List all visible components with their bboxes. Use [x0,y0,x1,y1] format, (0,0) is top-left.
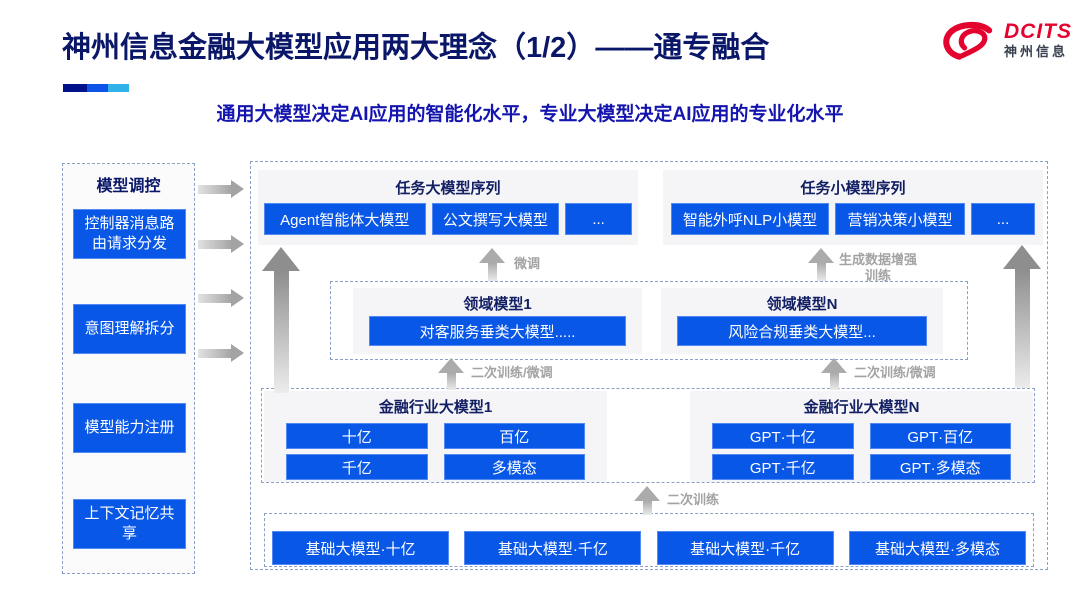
title-accent-bar [63,84,129,92]
finetune-arrow-icon [479,248,505,281]
domain-left-title: 领域模型1 [463,296,532,313]
model-chip: Agent智能体大模型 [264,203,426,235]
retrain-arrow-icon [634,486,660,515]
accent-segment-dark [63,84,87,92]
retrain-finetune-left-arrow-icon [438,358,464,390]
retrain-finetune-right-arrow-icon [821,358,847,390]
gen-data-label: 生成数据增强训练 [838,252,917,284]
task-large-panel: 任务大模型序列 Agent智能体大模型 公文撰写大模型 ... [258,170,638,245]
model-chip: 百亿 [443,423,585,449]
domain-frame: 领域模型1 对客服务垂类大模型..... 领域模型N 风险合规垂类大模型... [330,281,968,360]
retrain-label: 二次训练 [667,492,720,507]
sidebar-item-context: 上下文记忆共享 [73,499,186,549]
model-chip: 营销决策小模型 [835,203,965,235]
model-chip: 对客服务垂类大模型..... [369,316,626,346]
industry-right-title: 金融行业大模型N [803,399,920,416]
logo-brand-cn: 神州信息 [1004,44,1069,60]
model-chip-ellipsis: ... [565,203,632,235]
logo-swoosh-icon [941,18,997,62]
big-arrow-up-right-icon [1003,245,1041,388]
model-chip: GPT·千亿 [712,454,854,480]
task-large-title: 任务大模型序列 [395,180,501,197]
model-chip: 智能外呼NLP小模型 [671,203,829,235]
industry-left-title: 金融行业大模型1 [378,399,493,416]
industry-right-panel: 金融行业大模型N GPT·十亿 GPT·百亿 GPT·千亿 GPT·多模态 [690,391,1033,482]
arrow-right-icon [198,235,244,253]
model-chip: GPT·十亿 [712,423,854,449]
industry-left-panel: 金融行业大模型1 十亿 百亿 千亿 多模态 [264,391,607,482]
model-chip: 多模态 [443,454,585,480]
domain-left-panel: 领域模型1 对客服务垂类大模型..... [353,288,642,354]
domain-right-panel: 领域模型N 风险合规垂类大模型... [661,288,943,354]
model-chip: GPT·百亿 [869,423,1011,449]
main-frame [250,161,1048,570]
industry-frame: 金融行业大模型1 十亿 百亿 千亿 多模态 金融行业大模型N GPT·十亿 GP… [261,388,1035,483]
model-chip: 千亿 [286,454,428,480]
model-chip-ellipsis: ... [971,203,1035,235]
dcits-logo: DCITS 神州信息 [941,18,1072,62]
base-frame: 基础大模型·十亿 基础大模型·千亿 基础大模型·千亿 基础大模型·多模态 [264,513,1034,567]
model-chip: 基础大模型·千亿 [656,531,834,565]
sidebar-item-register: 模型能力注册 [73,403,186,453]
retrain-finetune-right-label: 二次训练/微调 [854,365,936,380]
model-chip: 基础大模型·十亿 [272,531,449,565]
model-chip: 公文撰写大模型 [431,203,560,235]
sidebar-panel: 模型调控 控制器消息路由请求分发 意图理解拆分 模型能力注册 上下文记忆共享 [62,163,195,574]
page-subtitle: 通用大模型决定AI应用的智能化水平，专业大模型决定AI应用的专业化水平 [216,104,844,125]
sidebar-item-router: 控制器消息路由请求分发 [73,209,186,259]
logo-brand-text: DCITS [1004,20,1072,44]
big-arrow-up-left-icon [262,247,300,393]
model-chip: GPT·多模态 [869,454,1011,480]
arrow-right-icon [198,180,244,198]
gen-data-arrow-icon [808,248,834,281]
model-chip: 基础大模型·多模态 [848,531,1026,565]
model-chip: 十亿 [286,423,428,449]
retrain-finetune-left-label: 二次训练/微调 [471,365,553,380]
model-chip: 风险合规垂类大模型... [677,316,927,346]
finetune-label: 微调 [514,256,541,271]
sidebar-item-intent: 意图理解拆分 [73,304,186,354]
page-title: 神州信息金融大模型应用两大理念（1/2）——通专融合 [62,32,770,64]
domain-right-title: 领域模型N [766,296,838,313]
task-small-title: 任务小模型序列 [800,180,906,197]
accent-segment-blue [87,84,108,92]
arrow-right-icon [198,289,244,307]
model-chip: 基础大模型·千亿 [464,531,642,565]
arrow-right-icon [198,344,244,362]
accent-segment-cyan [108,84,129,92]
task-small-panel: 任务小模型序列 智能外呼NLP小模型 营销决策小模型 ... [663,170,1043,245]
sidebar-title: 模型调控 [96,178,161,195]
